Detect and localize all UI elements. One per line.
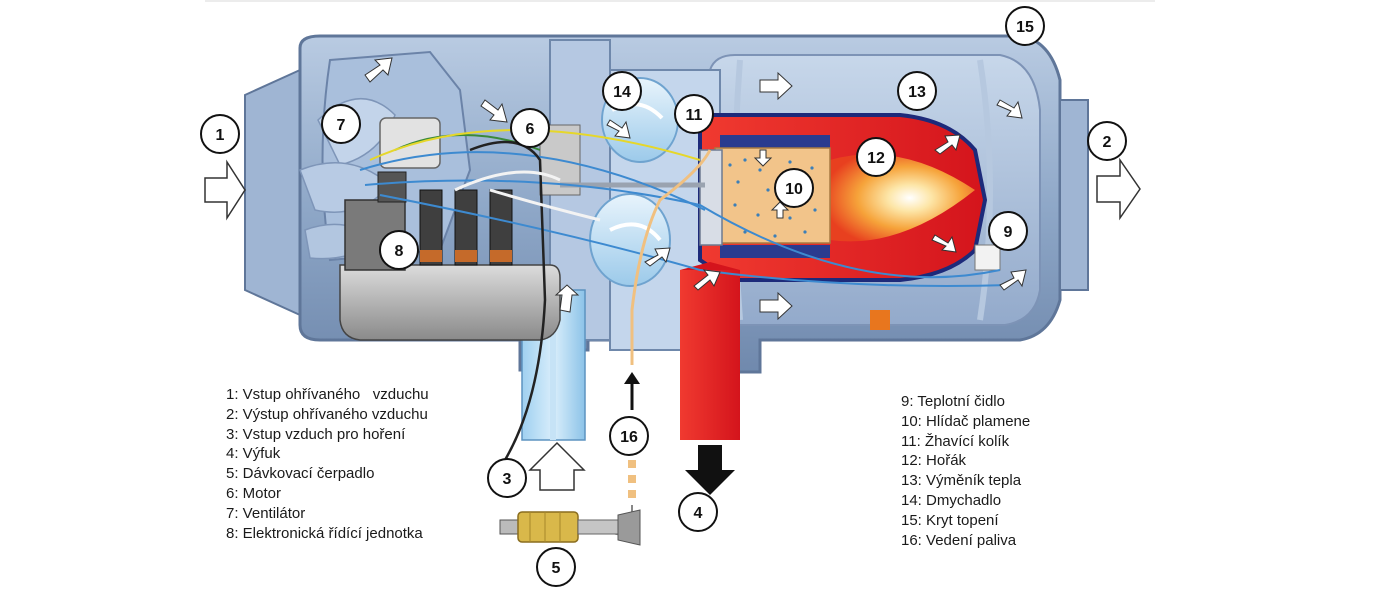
svg-text:14: 14 [613, 84, 631, 101]
callout-16: 16 [609, 416, 649, 456]
callout-13: 13 [897, 71, 937, 111]
svg-text:13: 13 [908, 84, 926, 101]
legend-item-5: 5: Dávkovací čerpadlo [226, 465, 375, 483]
callout-6: 6 [510, 108, 550, 148]
exhaust-arrow [685, 445, 735, 495]
callout-5: 5 [536, 547, 576, 587]
legend-item-11: 11: Žhavící kolík [901, 432, 1010, 450]
air-inlet-arrow [204, 159, 246, 221]
callout-9: 9 [988, 211, 1028, 251]
callout-4: 4 [678, 492, 718, 532]
callout-11: 11 [674, 94, 714, 134]
svg-text:2: 2 [1103, 134, 1112, 151]
callout-1: 1 [200, 114, 240, 154]
legend-item-16: 16: Vedení paliva [901, 531, 1017, 549]
legend-item-3: 3: Vstup vzduch pro hoření [226, 425, 406, 443]
callout-10: 10 [774, 168, 814, 208]
svg-text:7: 7 [337, 117, 346, 134]
svg-text:3: 3 [503, 471, 512, 488]
svg-text:6: 6 [526, 121, 535, 138]
legend-item-9: 9: Teplotní čidlo [901, 393, 1005, 410]
combustion-air-arrow [528, 441, 586, 491]
svg-text:16: 16 [620, 429, 638, 446]
callout-7: 7 [321, 104, 361, 144]
internal-flow-arrows [364, 57, 1027, 321]
wiring-harness [359, 129, 1011, 461]
legend-item-7: 7: Ventilátor [226, 504, 306, 522]
svg-text:12: 12 [867, 150, 885, 167]
fuel-arrow [624, 372, 640, 410]
svg-text:9: 9 [1004, 224, 1013, 241]
legend-item-12: 12: Hořák [901, 452, 967, 470]
air-outlet-arrow [1096, 157, 1141, 221]
dosing-pump [499, 509, 641, 546]
legend-item-10: 10: Hlídač plamene [901, 412, 1031, 430]
legend-item-8: 8: Elektronická řídící jednotka [226, 524, 423, 542]
legend-right: 9: Teplotní čidlo 10: Hlídač plamene 11:… [901, 392, 1030, 550]
callout-14: 14 [602, 71, 642, 111]
svg-text:1: 1 [216, 127, 225, 144]
legend-item-6: 6: Motor [226, 484, 282, 502]
svg-text:4: 4 [694, 505, 703, 522]
callout-2: 2 [1087, 121, 1127, 161]
legend-item-4: 4: Výfuk [226, 445, 281, 463]
legend-item-1: 1: Vstup ohřívaného vzduchu [226, 386, 429, 403]
legend-item-14: 14: Dmychadlo [901, 491, 1002, 509]
svg-text:8: 8 [395, 243, 404, 260]
svg-text:15: 15 [1016, 19, 1034, 36]
callout-8: 8 [379, 230, 419, 270]
legend-item-2: 2: Výstup ohřívaného vzduchu [226, 405, 428, 423]
legend-item-15: 15: Kryt topení [901, 511, 999, 529]
svg-text:10: 10 [785, 181, 803, 198]
svg-text:5: 5 [552, 560, 561, 577]
callout-12: 12 [856, 137, 896, 177]
legend-left: 1: Vstup ohřívaného vzduchu 2: Výstup oh… [226, 385, 429, 543]
svg-text:11: 11 [686, 107, 703, 124]
callout-15: 15 [1005, 6, 1045, 46]
legend-item-13: 13: Výměník tepla [901, 472, 1022, 490]
callout-3: 3 [487, 458, 527, 498]
